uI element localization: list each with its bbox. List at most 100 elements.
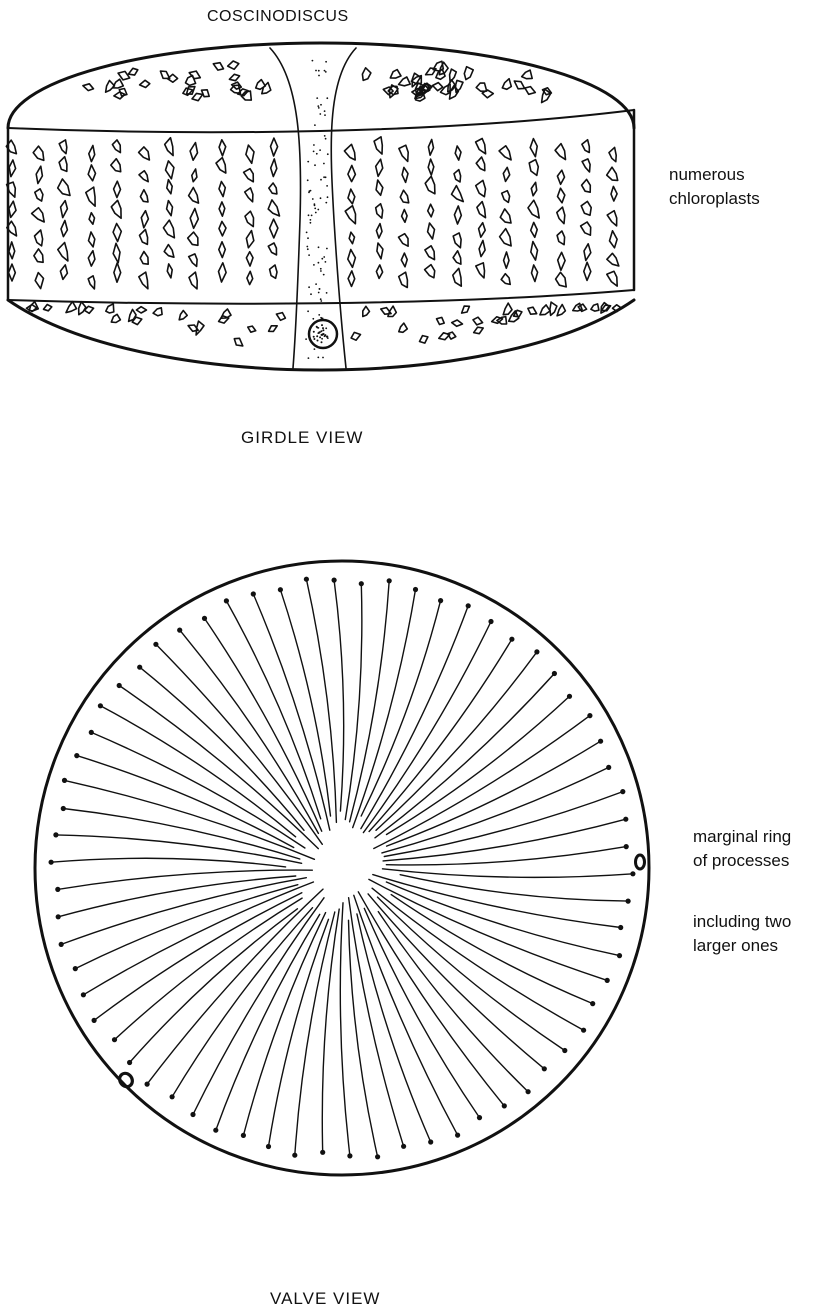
radial-rib [349,920,378,1157]
chloroplast [584,244,591,261]
stipple-dot [319,113,321,115]
stipple-dot [319,149,321,151]
stipple-dot [318,70,320,72]
chloroplast [58,179,70,196]
marginal-process [534,649,539,654]
stipple-dot [318,327,320,329]
marginal-process [581,1028,586,1033]
marginal-process [304,577,309,582]
marginal-ring-label-line1: marginal ring [693,826,791,848]
chloroplast [213,63,223,70]
chloroplast [106,81,115,93]
chloroplast [248,326,256,332]
marginal-process [590,1001,595,1006]
chloroplast [88,165,95,181]
chloroplast [381,308,391,315]
chloroplast [607,211,617,226]
chloroplast [558,252,565,270]
marginal-process [92,1018,97,1023]
chloroplast [428,204,434,217]
marginal-process [62,778,67,783]
chloroplast [271,138,278,156]
chloroplast [219,182,225,197]
chloroplast [556,272,567,287]
nucleus-dot [321,334,323,336]
chloroplast [363,306,370,316]
radial-rib [387,741,601,846]
stipple-dot [310,293,312,295]
chloroplast [532,265,538,282]
chloroplast [128,68,137,75]
nucleus-dot [326,336,328,338]
stipple-dot [318,75,320,77]
chloroplast [399,77,411,86]
marginal-process [292,1153,297,1158]
chloroplast [344,144,355,160]
chloroplast [540,305,550,315]
chloroplast [247,271,253,284]
stipple-dot [314,164,316,166]
chloroplast [349,232,354,244]
valve-view-drawing [35,561,649,1175]
stipple-dot [316,97,318,99]
marginal-process [224,598,229,603]
stipple-dot [325,327,327,329]
marginal-process [428,1139,433,1144]
stipple-dot [318,107,320,109]
chloroplast [528,307,537,314]
marginal-process [251,591,256,596]
chloroplast [528,200,539,218]
chloroplast [525,87,535,95]
stipple-dot [320,179,322,181]
chloroplast [452,320,463,326]
stipple-dot [320,268,322,270]
radial-rib [383,869,633,878]
chloroplast [376,204,383,219]
radial-rib [387,696,570,834]
stipple-dot [313,264,315,266]
chloroplast [439,333,450,340]
marginal-process [401,1144,406,1149]
stipple-dot [326,97,328,99]
stipple-dot [321,338,323,340]
marginal-process [170,1094,175,1099]
marginal-process [542,1066,547,1071]
stipple-dot [315,212,317,214]
chloroplast [607,271,617,286]
stipple-dot [323,163,325,165]
chloroplast [557,231,565,245]
stipple-dot [307,248,309,250]
marginal-process [213,1128,218,1133]
chloroplast [376,224,382,239]
chloroplast [348,165,356,181]
marginal-process [466,603,471,608]
nucleus-dot [319,336,321,338]
stipple-dot [324,70,326,72]
chloroplast [189,188,199,204]
chloroplast [268,200,279,216]
chloroplast [530,139,537,157]
stipple-dot [311,215,313,217]
chloroplast [476,83,487,91]
chloroplast [113,224,121,242]
stipple-dot [318,262,320,264]
chloroplast [390,70,401,79]
chloroplast [428,159,434,175]
chloroplast [60,265,67,280]
marginal-process [455,1133,460,1138]
chloroplast [477,202,486,218]
radial-rib [334,580,344,811]
marginal-process [617,953,622,958]
chloroplast [35,189,43,201]
chloroplast [246,252,253,266]
radial-rib [361,601,440,816]
chloroplast [476,180,486,196]
chloroplast [114,92,125,99]
marginal-process [112,1037,117,1042]
larger-process-right [636,855,645,869]
nucleus-dot [321,341,323,343]
chloroplast [425,246,435,260]
stipple-dot [314,348,316,350]
chloroplast [166,161,174,179]
chloroplast [268,243,276,255]
